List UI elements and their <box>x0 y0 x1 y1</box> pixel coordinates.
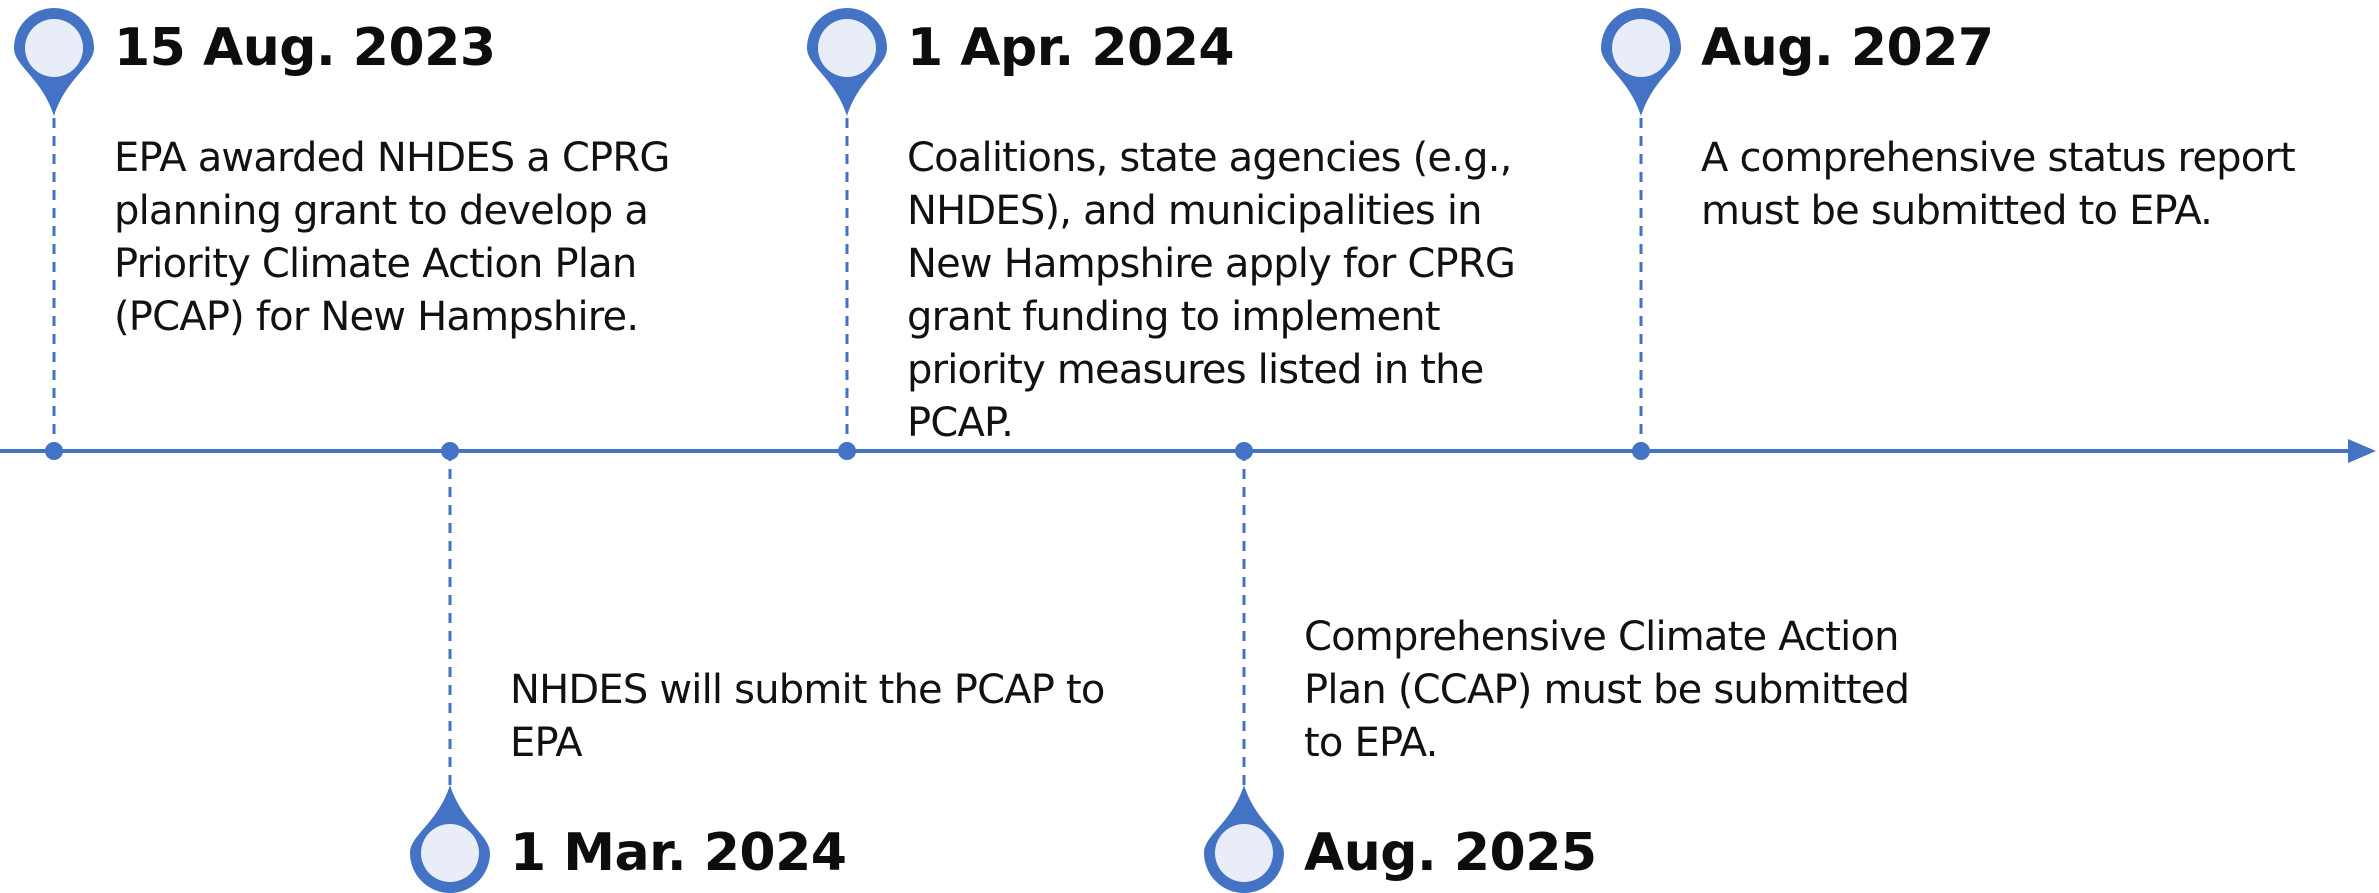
event-description-1: EPA awarded NHDES a CPRG planning grant … <box>114 132 670 344</box>
event-3-line-4: grant funding to implement <box>907 294 1441 340</box>
map-pin-icon-3 <box>807 8 887 116</box>
event-2-line-2: EPA <box>510 720 583 766</box>
event-date-5: Aug. 2027 <box>1701 18 1994 78</box>
map-pin-icon-5 <box>1601 8 1681 116</box>
event-description-5: A comprehensive status report must be su… <box>1701 132 2296 238</box>
map-pin-icon-4 <box>1204 785 1284 893</box>
axis-dot-5 <box>1632 442 1650 460</box>
event-date-3: 1 Apr. 2024 <box>907 18 1235 78</box>
timeline-arrowhead <box>2348 439 2376 463</box>
event-1-line-3: Priority Climate Action Plan <box>114 241 637 287</box>
event-3-line-1: Coalitions, state agencies (e.g., <box>907 135 1512 181</box>
axis-dot-1 <box>45 442 63 460</box>
event-1-line-1: EPA awarded NHDES a CPRG <box>114 135 670 181</box>
event-date-1: 15 Aug. 2023 <box>114 18 496 78</box>
axis-dot-3 <box>838 442 856 460</box>
event-4-line-3: to EPA. <box>1304 720 1438 766</box>
event-description-2: NHDES will submit the PCAP to EPA <box>510 664 1105 770</box>
event-date-2: 1 Mar. 2024 <box>510 823 847 883</box>
event-2-line-1: NHDES will submit the PCAP to <box>510 667 1105 713</box>
event-1-line-4: (PCAP) for New Hampshire. <box>114 294 639 340</box>
event-4-line-1: Comprehensive Climate Action <box>1304 614 1900 660</box>
event-5-line-1: A comprehensive status report <box>1701 135 2296 181</box>
event-description-3: Coalitions, state agencies (e.g., NHDES)… <box>907 132 1516 450</box>
event-3-line-2: NHDES), and municipalities in <box>907 188 1483 234</box>
map-pin-icon-1 <box>14 8 94 116</box>
map-pin-icon-2 <box>410 785 490 893</box>
event-3-line-5: priority measures listed in the <box>907 347 1484 393</box>
event-description-4: Comprehensive Climate Action Plan (CCAP)… <box>1304 611 1910 770</box>
event-4-line-2: Plan (CCAP) must be submitted <box>1304 667 1910 713</box>
event-3-line-3: New Hampshire apply for CPRG <box>907 241 1516 287</box>
axis-dot-4 <box>1235 442 1253 460</box>
event-1-line-2: planning grant to develop a <box>114 188 649 234</box>
axis-dot-2 <box>441 442 459 460</box>
event-date-4: Aug. 2025 <box>1304 823 1597 883</box>
event-5-line-2: must be submitted to EPA. <box>1701 188 2213 234</box>
event-3-line-6: PCAP. <box>907 400 1014 446</box>
